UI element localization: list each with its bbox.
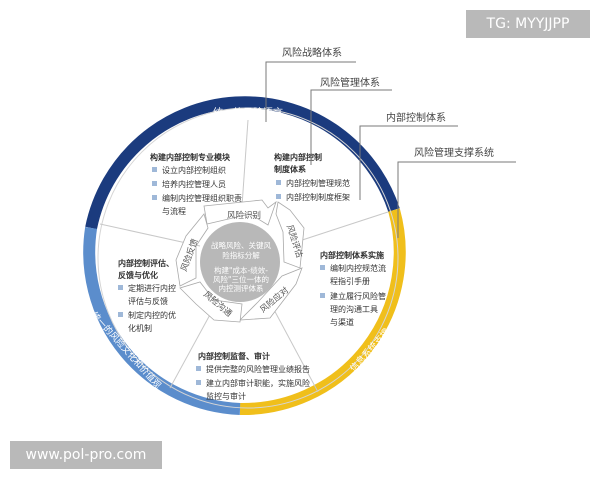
cycle-arrows (175, 199, 305, 323)
callout-strategy: 风险战略体系 (282, 46, 342, 59)
watermark-bottom: www.pol-pro.com (10, 441, 162, 469)
q5-title-2: 反馈与优化 (118, 270, 158, 280)
q5-item-1: 定期进行内控 (128, 283, 176, 293)
callout-support: 风险管理支撑系统 (414, 146, 494, 159)
ring-segment-navy (85, 96, 400, 230)
quadrant-professional-module: 构建内部控制专业模块 设立内部控制组织 培养内控管理人员 编制内控管理组织职责 … (150, 152, 242, 216)
callout-management: 风险管理体系 (320, 76, 380, 89)
callout-labels: 风险战略体系 风险管理体系 内部控制体系 风险管理支撑系统 (282, 46, 494, 159)
q5-item-4: 化机制 (128, 323, 152, 333)
center-line-4: 风险"三位一体的 (213, 274, 269, 284)
q5-item-2: 评估与反馈 (128, 296, 168, 306)
q5-title: 内部控制评估、 (118, 258, 174, 268)
quadrant-implementation: 内部控制体系实施 编制内控规范流 程指引手册 建立履行风险管 理的沟通工具 与渠… (320, 250, 386, 327)
callout-internal-control: 内部控制体系 (386, 111, 446, 124)
q3-item-2: 程指引手册 (330, 276, 370, 286)
center-line-1: 战略风险、关键风 (211, 240, 271, 250)
q3-item-1: 编制内控规范流 (330, 263, 386, 273)
ring-segment-lightblue (83, 226, 241, 415)
q1-item-4: 与流程 (162, 206, 186, 216)
center-circle (200, 222, 280, 302)
q3-item-4: 理的沟通工具 (330, 304, 378, 314)
cycle-label-identify: 风险识别 (227, 210, 261, 221)
q2-title-2: 制度体系 (274, 164, 306, 174)
q4-item-3: 监控与审计 (206, 391, 246, 401)
watermark-top: TG: MYYJJPP (466, 10, 590, 38)
q1-item-2: 培养内控管理人员 (162, 179, 226, 189)
center-line-2: 险指标分解 (222, 250, 260, 260)
q3-title: 内部控制体系实施 (320, 250, 384, 260)
q1-item-1: 设立内部控制组织 (162, 165, 226, 175)
center-line-3: 构建"成本-绩效- (214, 265, 268, 275)
q2-title: 构建内部控制 (274, 152, 322, 162)
q4-title: 内部控制监督、审计 (198, 351, 270, 361)
q2-item-1: 内部控制管理规范 (286, 178, 350, 188)
quadrant-evaluation-feedback: 内部控制评估、 反馈与优化 定期进行内控 评估与反馈 制定内控的优 化机制 (118, 258, 176, 333)
q1-item-3: 编制内控管理组织职责 (162, 193, 242, 203)
ring-label-right: 信息系统支撑 (347, 326, 392, 374)
quadrant-institution-system: 构建内部控制 制度体系 内部控制管理规范 内部控制制度框架 (274, 152, 350, 202)
outer-ring (83, 96, 406, 416)
q2-item-2: 内部控制制度框架 (286, 192, 350, 202)
q5-item-3: 制定内控的优 (128, 310, 176, 320)
q3-item-3: 建立履行风险管 (330, 291, 386, 301)
q4-item-1: 提供完整的风险管理业绩报告 (206, 364, 310, 374)
q3-item-5: 与渠道 (330, 317, 354, 327)
ring-label-left: 统一的风险文化和价值观 (89, 309, 164, 391)
q1-title: 构建内部控制专业模块 (150, 152, 231, 162)
center-line-5: 内控测评体系 (219, 283, 264, 293)
q4-item-2: 建立内部审计职能，实施风险 (206, 378, 310, 388)
ring-label-top: 统一的风险语言 (213, 106, 283, 119)
center-text: 战略风险、关键风 险指标分解 构建"成本-绩效- 风险"三位一体的 内控测评体系 (211, 240, 271, 293)
quadrant-supervision-audit: 内部控制监督、审计 提供完整的风险管理业绩报告 建立内部审计职能，实施风险 监控… (196, 351, 310, 401)
callout-lines (265, 61, 516, 238)
